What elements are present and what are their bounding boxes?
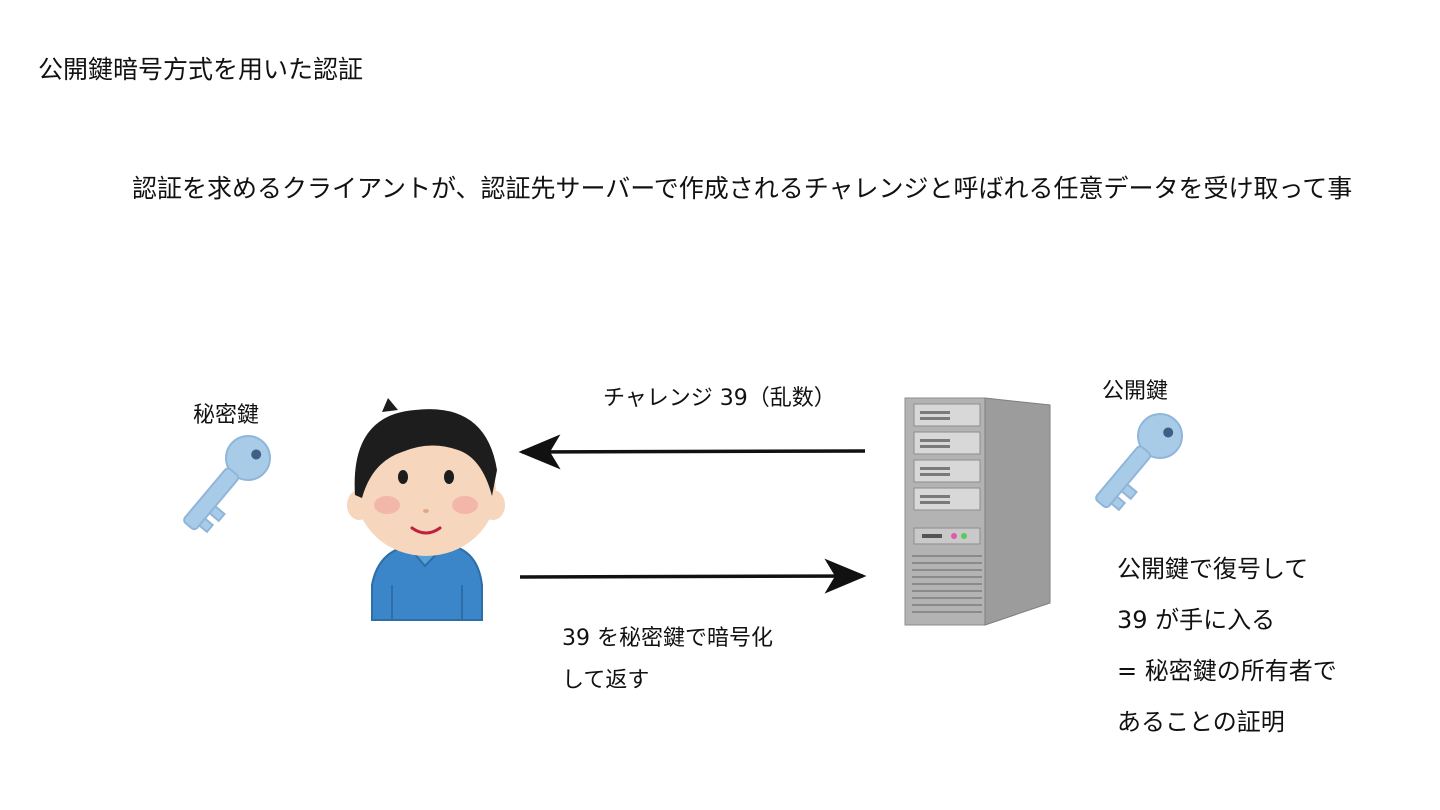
client-person-icon — [347, 398, 505, 621]
response-arrow — [519, 558, 867, 594]
conclusion-text: 公開鍵で復号して 39 が手に入る = 秘密鍵の所有者で あることの証明 — [1117, 544, 1337, 748]
conclusion-line: 公開鍵で復号して — [1117, 555, 1309, 583]
private-key-label: 秘密鍵 — [193, 403, 260, 428]
response-label-line: 39 を秘密鍵で暗号化 — [562, 626, 773, 651]
public-key-icon — [1095, 413, 1183, 512]
slide-title: 公開鍵暗号方式を用いた認証 — [38, 55, 364, 84]
response-label: 39 を秘密鍵で暗号化 して返す — [562, 618, 773, 702]
response-label-line: して返す — [562, 668, 650, 693]
description-text: 認証を求めるクライアントが、認証先サーバーで作成されるチャレンジと呼ばれる任意デ… — [132, 174, 1353, 203]
conclusion-line: = 秘密鍵の所有者で — [1117, 657, 1337, 685]
conclusion-line: 39 が手に入る — [1117, 606, 1276, 634]
conclusion-line: あることの証明 — [1117, 708, 1285, 736]
challenge-arrow — [518, 434, 866, 470]
private-key-icon — [183, 435, 271, 534]
challenge-label: チャレンジ 39（乱数） — [603, 386, 836, 411]
public-key-label: 公開鍵 — [1102, 379, 1169, 404]
server-icon — [904, 397, 1051, 626]
